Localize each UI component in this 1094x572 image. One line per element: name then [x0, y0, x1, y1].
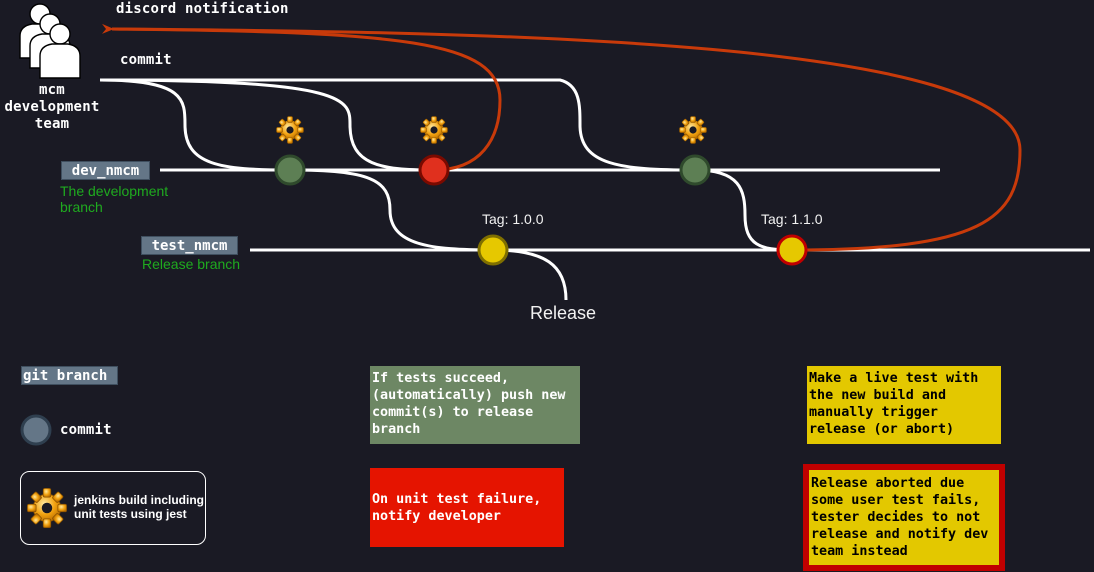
- commit-lines: [99, 78, 696, 172]
- merge-line-2: [694, 168, 793, 252]
- note-live-test: Make a live test with the new build and …: [807, 366, 1001, 444]
- team-label-line: mcm: [39, 82, 65, 98]
- gear-icon: [420, 116, 448, 144]
- note-release-aborted: Release aborted due some user test fails…: [809, 470, 999, 565]
- tag-label-1: Tag: 1.0.0: [482, 211, 544, 227]
- gear-icon: [679, 116, 707, 144]
- commit-label: commit: [120, 52, 172, 68]
- legend-jenkins-label: jenkins build including unit tests using…: [74, 493, 204, 521]
- notify-arrow-fail: [101, 23, 502, 172]
- legend-commit-node: [20, 414, 52, 446]
- note-tests-succeed: If tests succeed, (automatically) push n…: [370, 366, 580, 444]
- gear-icon: [26, 487, 68, 529]
- commit-line-3: [100, 78, 696, 172]
- note-unit-failure: On unit test failure, notify developer: [370, 468, 564, 547]
- commit-node-ok: [274, 154, 306, 186]
- discord-notification-label: discord notification: [116, 1, 289, 17]
- legend-jenkins-label-line: jenkins build including: [74, 493, 205, 507]
- note-aborted-frame: [803, 464, 1005, 571]
- people-icon: [19, 3, 81, 79]
- dev-branch-description: The development branch: [60, 183, 168, 215]
- team-label-line: team: [34, 116, 70, 132]
- legend-commit-label: commit: [60, 422, 112, 438]
- legend-git-branch: git branch: [21, 366, 118, 385]
- commit-line-1: [99, 78, 291, 172]
- test-branch-description: Release branch: [142, 256, 241, 272]
- gear-icon: [276, 116, 304, 144]
- dev-branch-description-line: branch: [60, 199, 103, 215]
- tag-label-2: Tag: 1.1.0: [761, 211, 823, 227]
- release-node: [477, 234, 509, 266]
- commit-node-fail: [418, 154, 450, 186]
- dev-branch-description-line: The development: [60, 183, 169, 199]
- dev-branch-label: dev_nmcm: [61, 161, 150, 180]
- release-node-aborted: [776, 234, 808, 266]
- notify-arrow-abort: [111, 27, 1022, 252]
- legend-jenkins-box: [20, 471, 206, 545]
- commit-line-2: [99, 78, 435, 172]
- team-label: mcm development team: [0, 82, 104, 133]
- team-label-line: development: [4, 99, 100, 115]
- test-branch-label: test_nmcm: [141, 236, 238, 255]
- commit-node-ok: [679, 154, 711, 186]
- legend-jenkins-label-line: unit tests using jest: [74, 507, 187, 521]
- merge-line-1: [289, 168, 494, 252]
- release-label: Release: [530, 303, 597, 323]
